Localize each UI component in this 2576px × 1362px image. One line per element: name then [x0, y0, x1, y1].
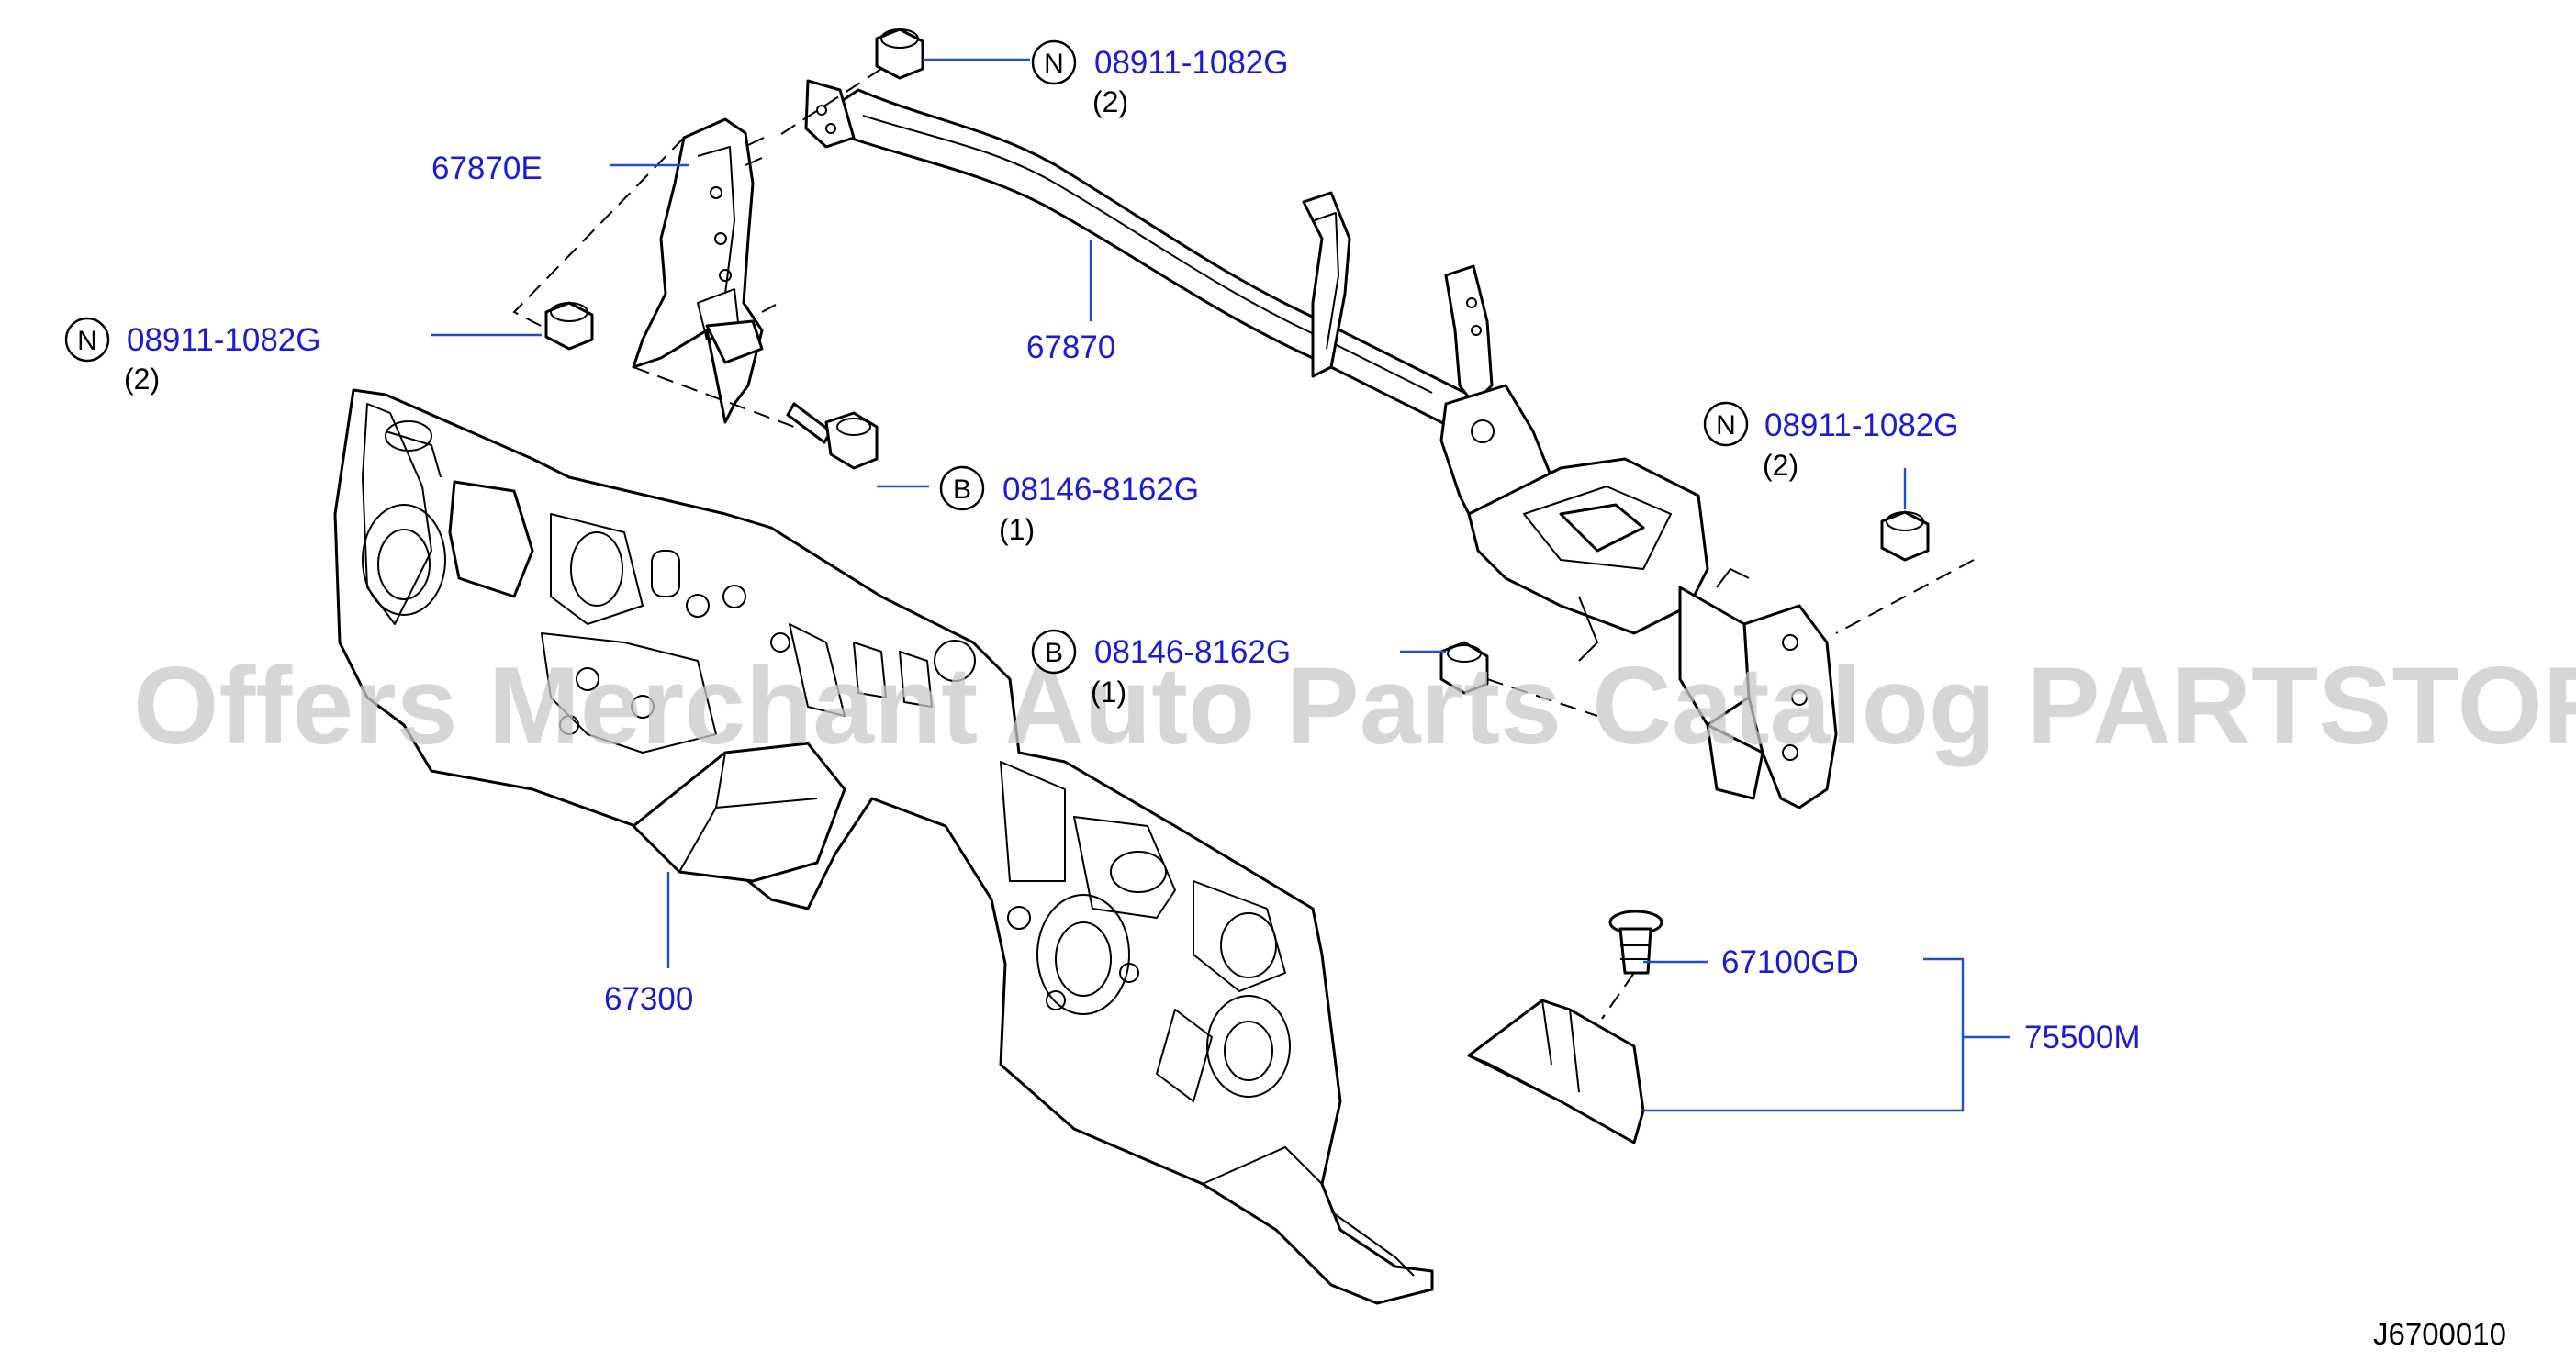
watermark: Offers Merchant Auto Parts Catalog PARTS… [133, 644, 2576, 767]
steering-member-drawing [804, 79, 1838, 809]
quantity: (2) [1763, 449, 1798, 482]
insulator-drawing [1467, 999, 1645, 1144]
callout-prefix: N [77, 326, 97, 356]
grommet-drawing [1608, 910, 1663, 975]
callout-bolt-upper[interactable]: B 08146-8162G (1) [939, 465, 1199, 546]
part-number[interactable]: 67300 [604, 981, 693, 1017]
part-number[interactable]: 08911-1082G [1094, 45, 1288, 81]
quantity: (2) [124, 363, 160, 396]
quantity: (2) [1092, 85, 1128, 118]
callout-prefix: B [953, 474, 971, 505]
leader-lines [431, 58, 2010, 1112]
callout-marker [939, 465, 985, 511]
quantity: (1) [1091, 675, 1126, 709]
bracket-drawing [632, 117, 777, 424]
assembly-dashed-lines [512, 68, 1975, 1020]
callout-nut-right[interactable]: N 08911-1082G (2) [1703, 401, 1958, 482]
callout-insulator-kit[interactable]: 75500M [2024, 1020, 2140, 1055]
callout-bolt-lower[interactable]: B 08146-8162G (1) [1031, 629, 1291, 709]
part-number[interactable]: 67870E [431, 151, 543, 186]
part-number[interactable]: 67100GD [1721, 944, 1859, 980]
callout-marker [1703, 401, 1749, 447]
callout-prefix: B [1045, 638, 1063, 668]
callout-bracket[interactable]: 67870E [431, 151, 543, 186]
callout-prefix: N [1044, 49, 1064, 79]
callout-grommet[interactable]: 67100GD [1721, 944, 1859, 980]
part-number[interactable]: 08911-1082G [127, 322, 320, 358]
callout-nut-top[interactable]: N 08911-1082G (2) [1031, 39, 1288, 118]
nut-right-drawing [1880, 510, 1930, 562]
callout-member[interactable]: 67870 [1026, 329, 1115, 365]
callout-dash-panel[interactable]: 67300 [604, 981, 693, 1017]
part-number[interactable]: 08911-1082G [1764, 407, 1958, 443]
callout-nut-left[interactable]: N 08911-1082G (2) [64, 317, 320, 396]
callout-prefix: N [1716, 410, 1736, 441]
bolt-lower-drawing [1439, 641, 1489, 695]
part-number[interactable]: 08146-8162G [1002, 472, 1199, 508]
diagram-code: J6700010 [2373, 1317, 2506, 1351]
dash-panel-drawing [333, 388, 1434, 1305]
part-number[interactable]: 08146-8162G [1094, 634, 1291, 670]
bolt-upper-drawing [786, 402, 879, 470]
quantity: (1) [999, 513, 1035, 546]
part-number[interactable]: 75500M [2024, 1020, 2140, 1055]
nut-left-drawing [544, 301, 594, 351]
part-number[interactable]: 67870 [1026, 329, 1115, 365]
callout-marker [64, 317, 110, 363]
callout-marker [1031, 39, 1077, 85]
callout-marker [1031, 629, 1077, 675]
nut-top-drawing [875, 28, 924, 80]
